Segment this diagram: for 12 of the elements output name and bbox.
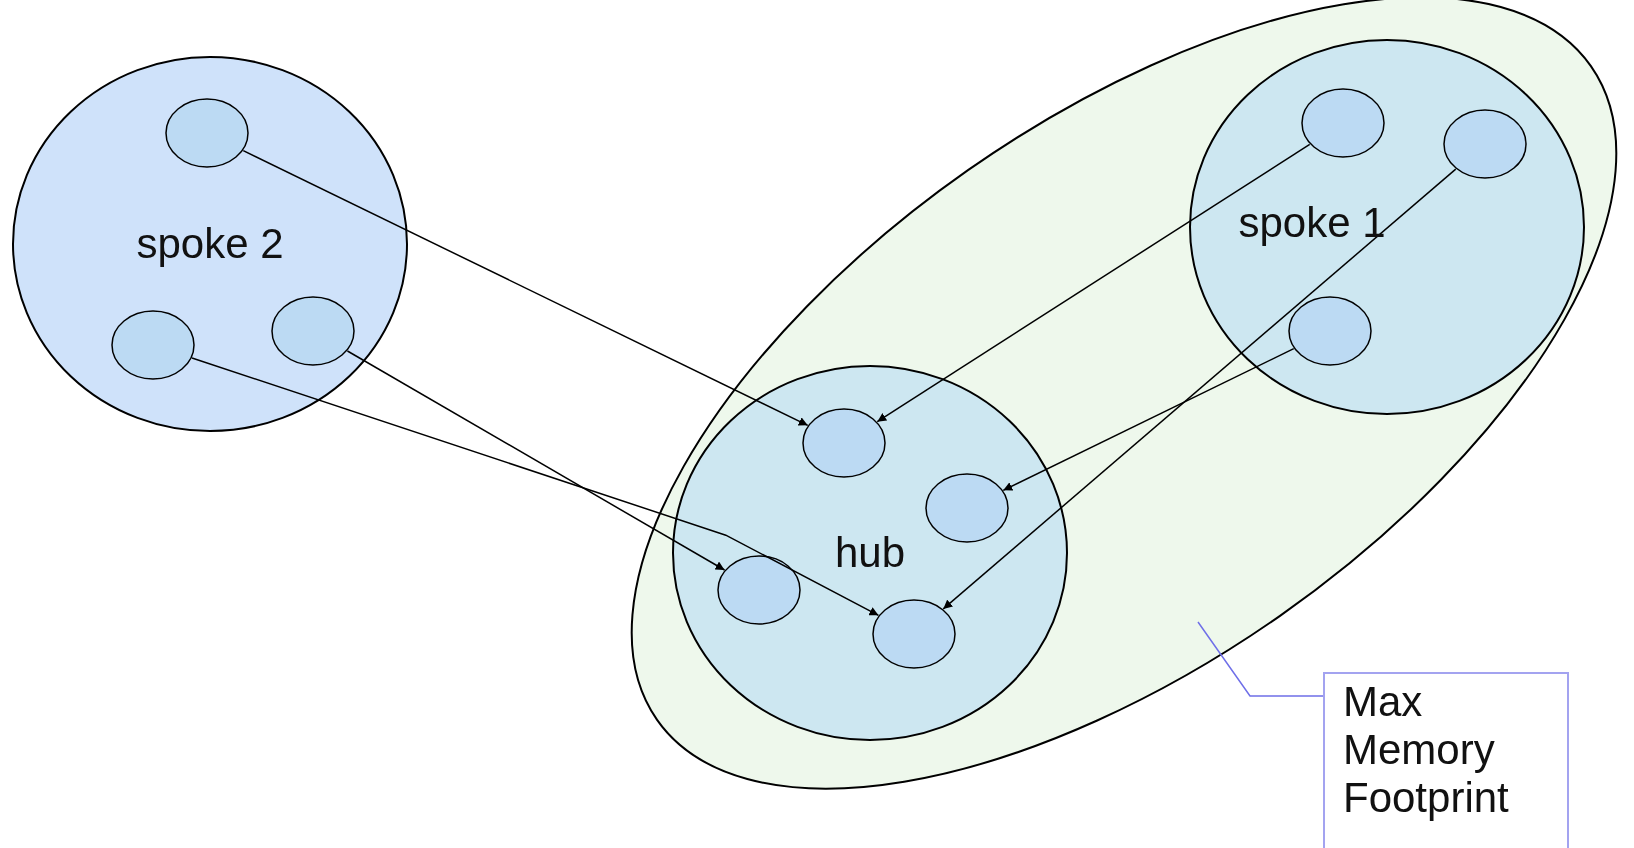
label-box (1323, 672, 1569, 848)
arrow (1002, 347, 1295, 492)
arrow (191, 357, 880, 617)
node-label: spoke 1 (1238, 199, 1386, 247)
arrow (242, 149, 809, 427)
leader-line (1197, 621, 1324, 697)
arrow (346, 350, 726, 571)
node-label: hub (834, 529, 906, 577)
arrow (876, 143, 1311, 423)
node-label: spoke 2 (136, 220, 284, 268)
node-label: Max Memory Footprint (1343, 678, 1510, 822)
arrow (942, 168, 1457, 610)
